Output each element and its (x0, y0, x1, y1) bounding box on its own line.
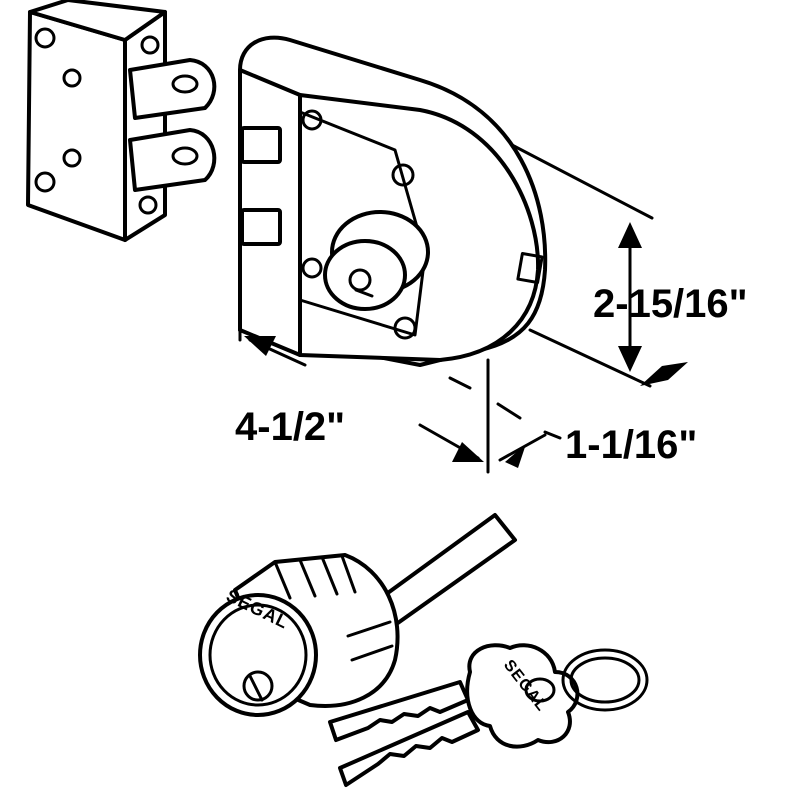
dimension-height (510, 143, 654, 388)
keys (328, 643, 649, 787)
dimension-width (238, 283, 490, 474)
width-dimension-label: 4-1/2" (235, 405, 345, 449)
rim-cylinder (198, 513, 517, 717)
lock-body (238, 35, 548, 367)
height-dimension-label: 2-15/16" (593, 282, 748, 326)
dimension-depth (448, 362, 688, 468)
strike-plate (26, 0, 217, 242)
depth-dimension-label: 1-1/16" (565, 423, 697, 467)
